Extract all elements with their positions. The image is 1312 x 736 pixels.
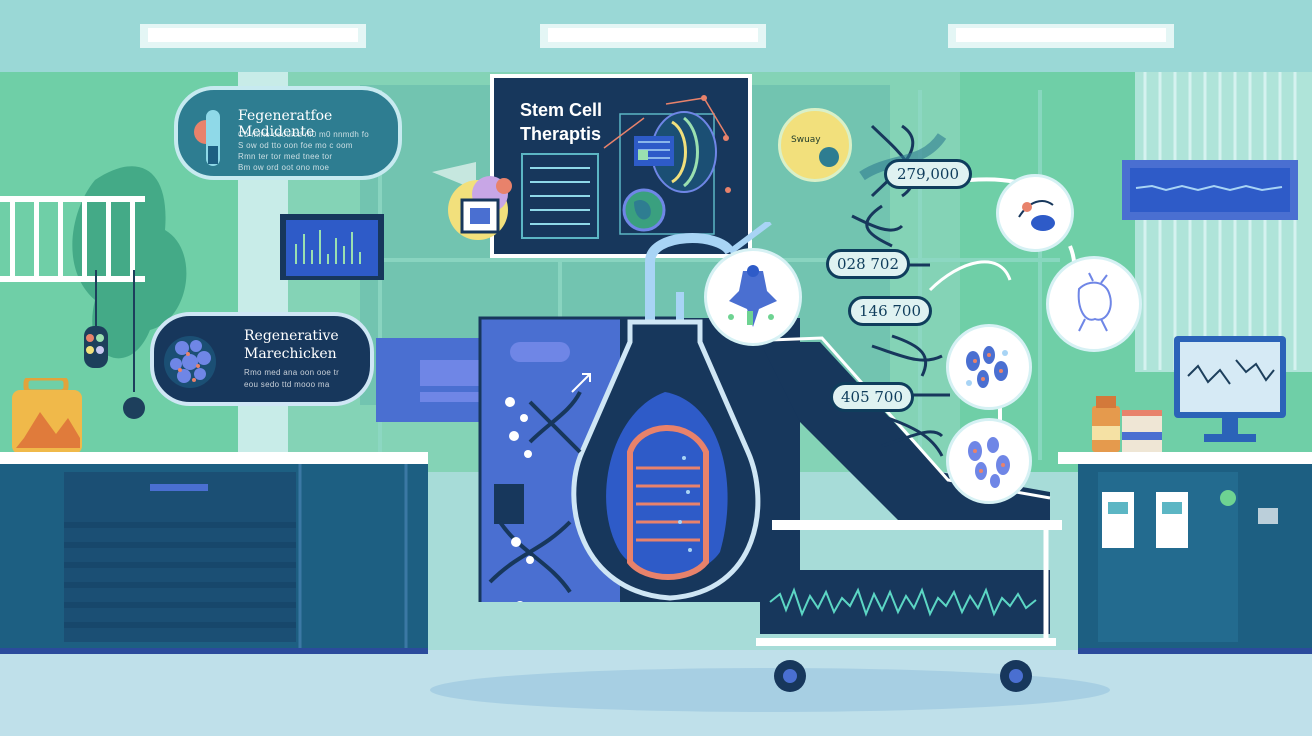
screen-title-line2: Theraptis — [520, 124, 602, 144]
badge-label: Swuay — [791, 135, 821, 145]
reagent-bottles — [1092, 396, 1162, 452]
card-line: S ow od tto oon foe mo c oom — [238, 141, 353, 150]
monitor-cart — [756, 520, 1062, 692]
arrow-icon — [571, 373, 591, 393]
right-counter — [1058, 452, 1312, 654]
bubble-organism — [1046, 256, 1142, 352]
cell-cluster-icon — [164, 336, 216, 388]
card-line: Cb mmo ceouicd m0 m0 nnmdh fo — [238, 130, 369, 139]
cell-cluster-icon — [966, 346, 1008, 388]
card-line: eou sedo ttd mooo ma — [244, 380, 330, 389]
card-line: Rmo med ana oon ooe tr — [244, 368, 340, 377]
stem-cell-icon — [728, 265, 777, 327]
info-card-regenerative-marechicken: Regenerative Marechicken Rmo med ana oon… — [150, 312, 374, 406]
card-line: Bm ow ord oot ono moe — [238, 163, 330, 172]
bubble-stem-cell — [704, 248, 802, 346]
card-title: Fegeneratfoe Medidente — [238, 108, 333, 140]
cell-icon — [819, 147, 839, 167]
card-line: Rmn ter tor med tnee tor — [238, 152, 333, 161]
readout-pill: 279,000 — [884, 159, 972, 189]
bubble-cells-a — [946, 324, 1032, 410]
hanging-lamps — [84, 270, 145, 419]
stem-cell-icon — [194, 110, 220, 166]
left-counter — [0, 452, 428, 654]
badge-bubble: Swuay — [778, 108, 852, 182]
screen-graphic — [521, 95, 731, 239]
organism-icon — [1077, 272, 1112, 332]
wall-chart — [280, 214, 384, 280]
info-card-regenerative-medicine: Fegeneratfoe Medidente Cb mmo ceouicd m0… — [174, 86, 402, 180]
railing — [0, 196, 145, 282]
stem-cell-screen: Stem Cell Theraptis — [490, 74, 752, 258]
bubble-cells-b — [946, 418, 1032, 504]
card-title-line1: Regenerative — [244, 328, 339, 344]
readout-pill: 405 700 — [830, 382, 914, 412]
microscope-icon — [432, 162, 512, 240]
cell-cluster-icon — [968, 437, 1010, 488]
screen-title-line1: Stem Cell — [520, 100, 603, 120]
readout-pill: 028 702 — [826, 249, 910, 279]
bubble-molecule — [996, 174, 1074, 252]
card-title-line2: Marechicken — [244, 346, 337, 362]
supply-box — [12, 378, 82, 454]
molecule-icon — [1018, 200, 1055, 231]
wall-display — [1122, 160, 1298, 220]
bioreactor-machine — [478, 222, 1051, 602]
lab-monitor — [1174, 336, 1286, 442]
readout-pill: 146 700 — [848, 296, 932, 326]
